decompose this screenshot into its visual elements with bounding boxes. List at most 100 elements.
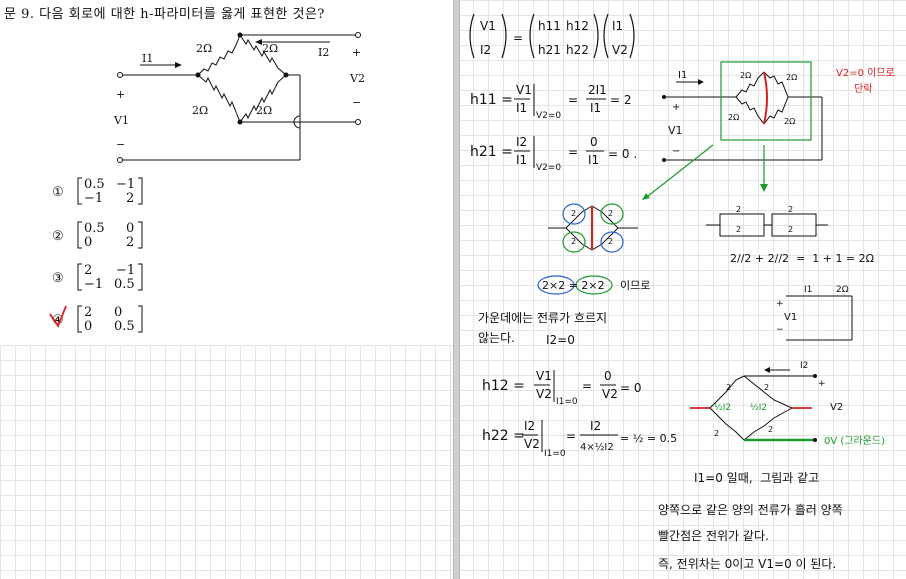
svg-text:=: = [566,429,576,443]
svg-text:+: + [776,299,784,309]
svg-text:V2: V2 [612,43,628,57]
label-r-bot-left: 2Ω [192,104,208,117]
svg-text:0.5: 0.5 [114,277,135,292]
handwritten-notes: V1 I2 = h11 h12 h21 h22 I1 V2 h11 = V1 I… [469,13,895,571]
label-v2: V2 [349,72,365,85]
svg-text:2: 2 [788,205,793,214]
svg-text:①: ① [52,185,64,200]
question-circuit: 2Ω 2Ω 2Ω 2Ω I1 I2 + V1 − + V2 − [113,32,365,163]
svg-text:2Ω: 2Ω [740,71,751,80]
svg-text:V1: V1 [516,83,532,97]
svg-text:2: 2 [736,205,741,214]
svg-text:2×2 = 2×2: 2×2 = 2×2 [542,279,605,292]
svg-text:I1: I1 [516,153,527,167]
svg-text:2: 2 [788,225,793,234]
label-i1: I1 [142,52,153,65]
label-r-top-left: 2Ω [196,42,212,55]
choice-3[interactable]: ③ 2 −1 −1 0.5 [52,263,143,292]
bridge-balance-sketch: 2 2 2 2 2×2 = 2×2 이므로 [537,203,650,295]
svg-text:I1=0 일때, 그림과 같고: I1=0 일때, 그림과 같고 [694,471,819,485]
svg-text:I2=0: I2=0 [546,333,575,347]
svg-text:−: − [672,146,680,157]
svg-text:V1: V1 [668,124,683,137]
svg-text:−1: −1 [84,277,103,292]
svg-text:h21: h21 [538,43,561,57]
label-v1: V1 [113,114,129,127]
svg-text:0: 0 [84,319,92,334]
svg-text:2//2 + 2//2 = 1 + 1 = 2Ω: 2//2 + 2//2 = 1 + 1 = 2Ω [730,252,874,265]
svg-text:2Ω: 2Ω [786,73,797,82]
svg-text:I1=0: I1=0 [556,397,578,407]
svg-text:양쪽으로 같은 양의 전류가 흘러 양쪽: 양쪽으로 같은 양의 전류가 흘러 양쪽 [658,503,843,517]
svg-text:½I2: ½I2 [714,403,731,413]
svg-text:I2: I2 [516,135,527,149]
svg-text:0.5: 0.5 [84,177,105,192]
svg-text:=: = [568,93,578,107]
bridge-explanation: 가운데에는 전류가 흐르지 않는다. I2=0 [478,311,607,347]
svg-text:V2: V2 [602,387,618,401]
label-minus-left: − [116,138,125,151]
h12-derivation: h12 = V1 V2 I1=0 = 0 V2 = 0 [482,369,642,407]
svg-text:2: 2 [608,209,613,218]
svg-text:②: ② [52,229,64,244]
svg-text:2I1: 2I1 [588,83,607,97]
choice-1[interactable]: ① 0.5 −1 −1 2 [52,177,143,206]
label-i2: I2 [318,46,329,59]
svg-text:−: − [776,325,784,335]
svg-text:+: + [672,102,680,113]
svg-text:V2=0: V2=0 [536,163,561,173]
svg-text:V2=0: V2=0 [536,111,561,121]
svg-text:2Ω: 2Ω [784,117,795,126]
choice-4[interactable]: ④ 2 0 0 0.5 [52,305,143,334]
svg-text:2: 2 [571,237,576,246]
svg-text:I2: I2 [800,361,808,371]
svg-text:2: 2 [736,225,741,234]
svg-text:h11: h11 [538,19,561,33]
svg-text:이므로: 이므로 [620,279,650,292]
svg-text:I1: I1 [588,153,599,167]
svg-text:h21 =: h21 = [470,144,513,160]
svg-text:단락: 단락 [854,83,872,95]
svg-text:=: = [513,31,523,45]
label-plus-right: + [352,46,361,59]
circuit-i1-open: I2 + V2 0V (그라운드) ½I2 ½I2 2 2 2 2 [690,361,885,447]
svg-text:0: 0 [590,135,598,149]
svg-text:V2: V2 [830,402,843,413]
svg-text:= 0: = 0 [620,381,642,395]
svg-text:I2: I2 [480,43,491,57]
svg-text:0V (그라운드): 0V (그라운드) [824,435,885,447]
svg-text:h22: h22 [566,43,589,57]
svg-text:I1: I1 [516,101,527,115]
svg-text:2: 2 [84,305,92,320]
svg-text:V1: V1 [480,19,496,33]
svg-text:I1: I1 [612,19,623,33]
h22-derivation: h22 = I2 V2 I1=0 = I2 4×½I2 = ½ = 0.5 [482,419,677,459]
svg-text:0: 0 [84,235,92,250]
svg-text:−1: −1 [116,263,135,278]
svg-text:2Ω: 2Ω [836,285,849,295]
svg-text:않는다.: 않는다. [478,331,515,345]
label-minus-right: − [352,96,361,109]
svg-text:빨간점은 전위가 같다.: 빨간점은 전위가 같다. [658,529,769,543]
svg-text:0: 0 [114,305,122,320]
svg-text:h12: h12 [566,19,589,33]
svg-text:④: ④ [52,313,64,328]
svg-text:2Ω: 2Ω [728,113,739,122]
svg-text:③: ③ [52,271,64,286]
svg-text:−1: −1 [84,191,103,206]
svg-text:h12 =: h12 = [482,378,525,394]
svg-text:V2: V2 [524,437,540,451]
svg-text:2: 2 [608,237,613,246]
svg-text:2: 2 [84,263,92,278]
svg-text:V2: V2 [536,387,552,401]
svg-text:I1=0: I1=0 [544,449,566,459]
svg-text:I2: I2 [590,419,601,433]
choice-2[interactable]: ② 0.5 0 0 2 [52,221,143,250]
svg-text:V1: V1 [784,312,797,323]
page-divider [453,0,460,579]
answer-check-mark [49,305,67,328]
svg-text:2: 2 [571,209,576,218]
series-parallel-sketch: 2 2 2 2 2//2 + 2//2 = 1 + 1 = 2Ω [706,205,874,265]
svg-text:2: 2 [126,191,134,206]
label-r-top-right: 2Ω [262,42,278,55]
